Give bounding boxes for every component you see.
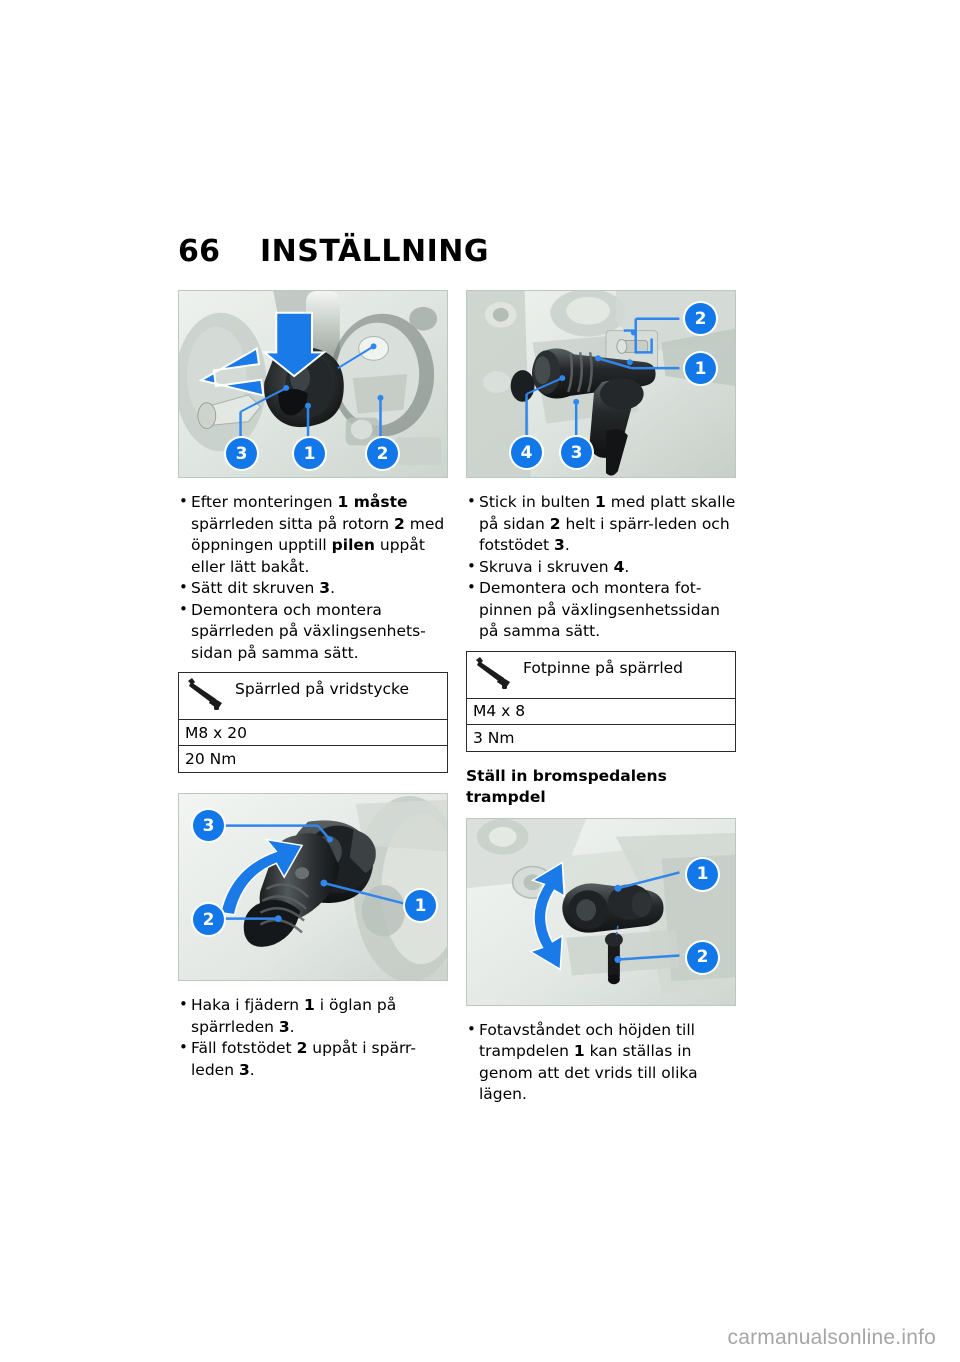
list-item: Haka i fjädern 1 i öglan på spärrleden 3… xyxy=(178,994,450,1038)
right-bullet-list-top: Stick in bulten 1 med platt skalle på si… xyxy=(466,491,738,643)
callout-1: 1 xyxy=(687,858,718,890)
list-item: Stick in bulten 1 med platt skalle på si… xyxy=(466,491,738,557)
figure-bromspedal-trampdel: 1 2 xyxy=(466,817,736,1006)
page-header: 66 INSTÄLLNING xyxy=(178,228,778,274)
left-bullet-list-bottom: Haka i fjädern 1 i öglan på spärrleden 3… xyxy=(178,994,450,1081)
spec-title: Fotpinne på spärrled xyxy=(523,658,684,677)
list-item: Efter monteringen 1 måste spärrleden sit… xyxy=(178,491,450,578)
spec-table-spaerrled: Spärrled på vridstycke M8 x 20 20 Nm xyxy=(178,672,448,773)
figure-4-illustration xyxy=(467,818,735,1005)
torque-wrench-icon xyxy=(476,656,510,689)
callout-2: 2 xyxy=(685,303,716,334)
section-heading-bromspedal: Ställ in bromspedalens trampdel xyxy=(466,766,667,806)
site-watermark: carmanualsonline.info xyxy=(727,1326,936,1349)
callout-1: 1 xyxy=(294,438,325,469)
figure-2-illustration xyxy=(179,794,447,980)
page-number: 66 xyxy=(178,233,221,269)
right-bullet-list-bottom: Fotavståndet och höjden till trampdelen … xyxy=(466,1019,738,1106)
list-item: Fotavståndet och höjden till trampdelen … xyxy=(466,1019,738,1106)
callout-2: 2 xyxy=(193,904,224,935)
callout-3: 3 xyxy=(193,810,224,841)
torque-wrench-icon xyxy=(188,678,222,710)
spec-table-header-row: Fotpinne på spärrled xyxy=(467,652,735,699)
spec-torque: 20 Nm xyxy=(185,750,237,768)
list-item: Skruva i skruven 4. xyxy=(466,556,738,579)
right-column: 2 1 4 3 Stick in bulten 1 med platt skal… xyxy=(466,290,738,1106)
callout-2: 2 xyxy=(687,941,718,973)
left-column: 3 1 2 Efter monteringen 1 måste spärrled… xyxy=(178,290,450,1081)
list-item: Demontera och montera spärrleden på växl… xyxy=(178,599,450,665)
figure-1-illustration xyxy=(179,291,447,477)
callout-3: 3 xyxy=(561,437,592,468)
spec-thread: M8 x 20 xyxy=(179,720,447,746)
spec-table-fotpinne: Fotpinne på spärrled M4 x 8 3 Nm xyxy=(466,650,736,752)
left-bullet-list-top: Efter monteringen 1 måste spärrleden sit… xyxy=(178,491,450,665)
callout-4: 4 xyxy=(511,437,542,468)
spec-torque: 3 Nm xyxy=(473,728,515,747)
callout-1: 1 xyxy=(685,353,716,384)
list-item: Demontera och montera fot-pinnen på växl… xyxy=(466,577,738,643)
callout-2: 2 xyxy=(367,438,398,469)
page-title: INSTÄLLNING xyxy=(260,233,489,269)
spec-title: Spärrled på vridstycke xyxy=(235,680,410,698)
list-item: Sätt dit skruven 3. xyxy=(178,577,450,600)
spec-thread: M4 x 8 xyxy=(467,699,735,725)
callout-3: 3 xyxy=(226,438,257,469)
figure-spaerrled-vridstycke: 3 1 2 xyxy=(178,290,448,478)
callout-1: 1 xyxy=(405,890,436,921)
figure-fotstod-spaerrled: 3 2 1 xyxy=(178,793,448,981)
list-item: Fäll fotstödet 2 uppåt i spärr-leden 3. xyxy=(178,1037,450,1081)
figure-fotpinne-spaerrled: 2 1 4 3 xyxy=(466,290,736,478)
spec-table-header-row: Spärrled på vridstycke xyxy=(179,673,447,720)
